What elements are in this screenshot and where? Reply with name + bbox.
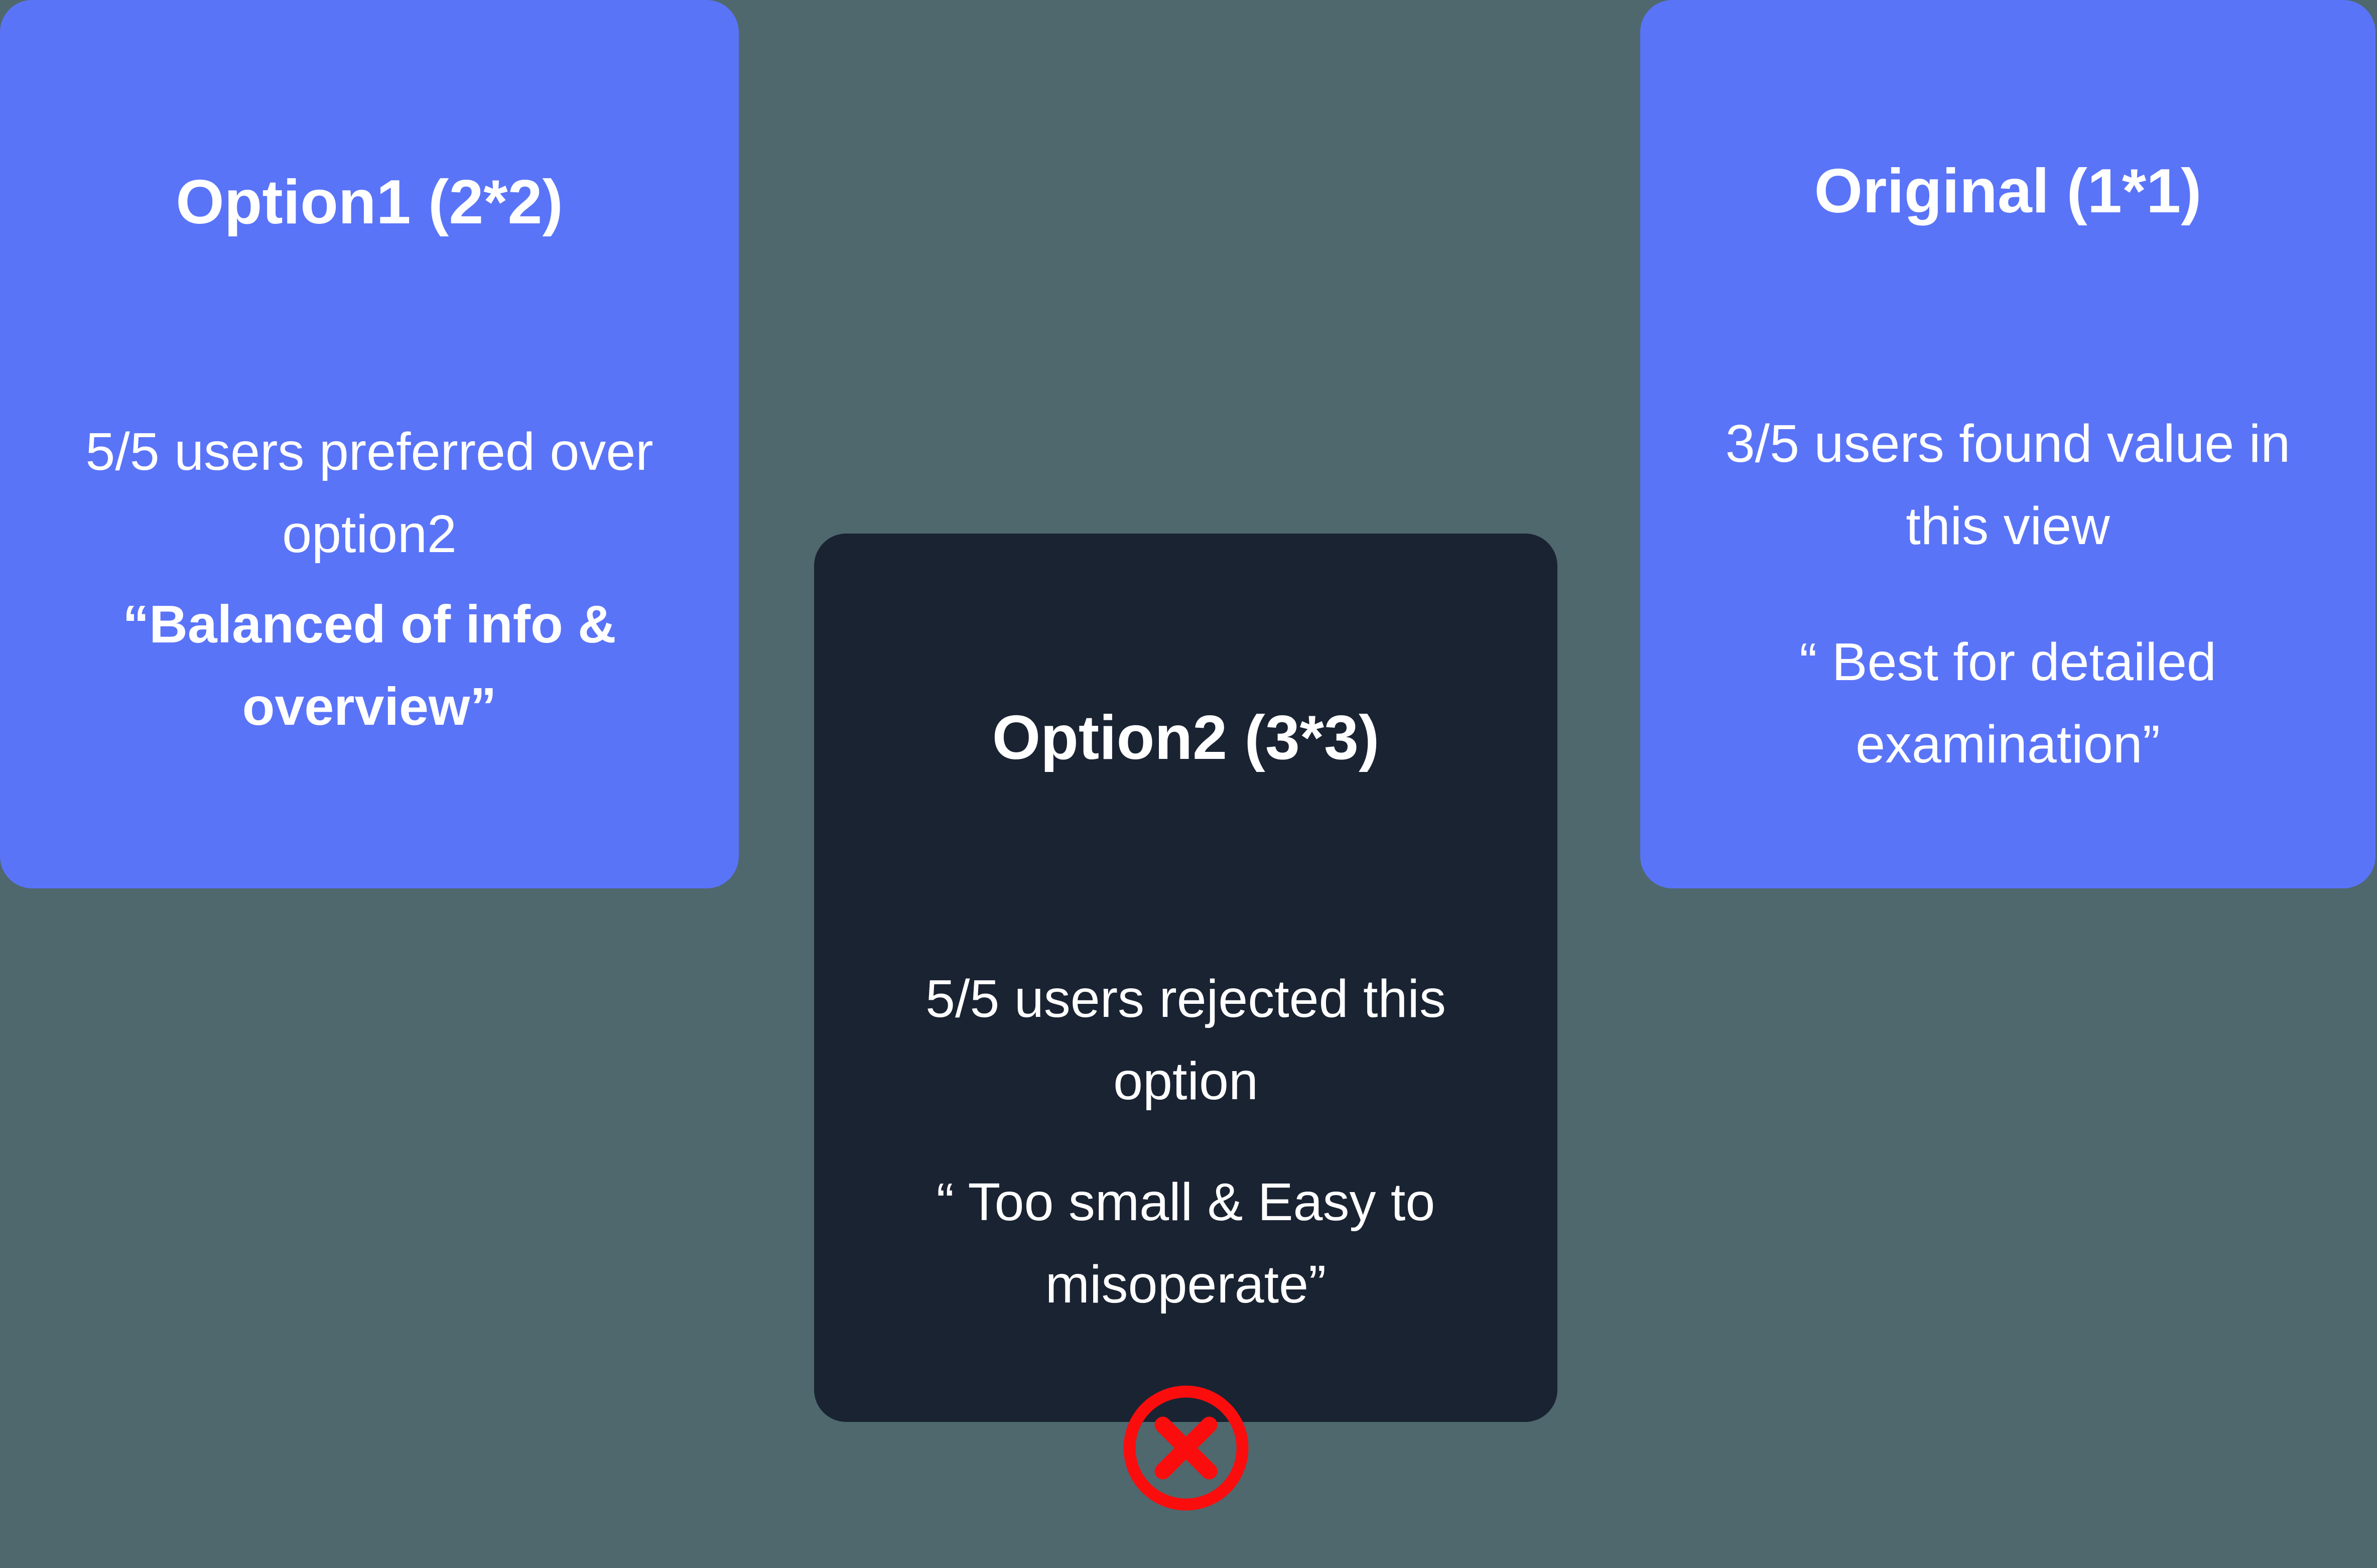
rejected-x-icon [1123,1385,1249,1511]
card-option1-result: 5/5 users preferred over option2 [85,422,653,564]
card-option1: Option1 (2*2) 5/5 users preferred over o… [0,0,739,888]
card-option2-title: Option2 (3*3) [992,703,1380,772]
card-option1-quote: “Balanced of info & overview” [122,595,616,737]
card-original-title: Original (1*1) [1814,157,2202,226]
card-option2: Option2 (3*3) 5/5 users rejected this op… [814,534,1557,1511]
card-original-result: 3/5 users found value in this view [1725,414,2291,556]
card-option2-quote: “ Too small & Easy to misoperate” [936,1172,1435,1315]
card-option2-result: 5/5 users rejected this option [926,969,1446,1111]
card-option1-title: Option1 (2*2) [176,168,563,237]
card-original-quote: “ Best for detailed examination” [1799,632,2216,774]
card-original: Original (1*1) 3/5 users found value in … [1640,0,2375,888]
